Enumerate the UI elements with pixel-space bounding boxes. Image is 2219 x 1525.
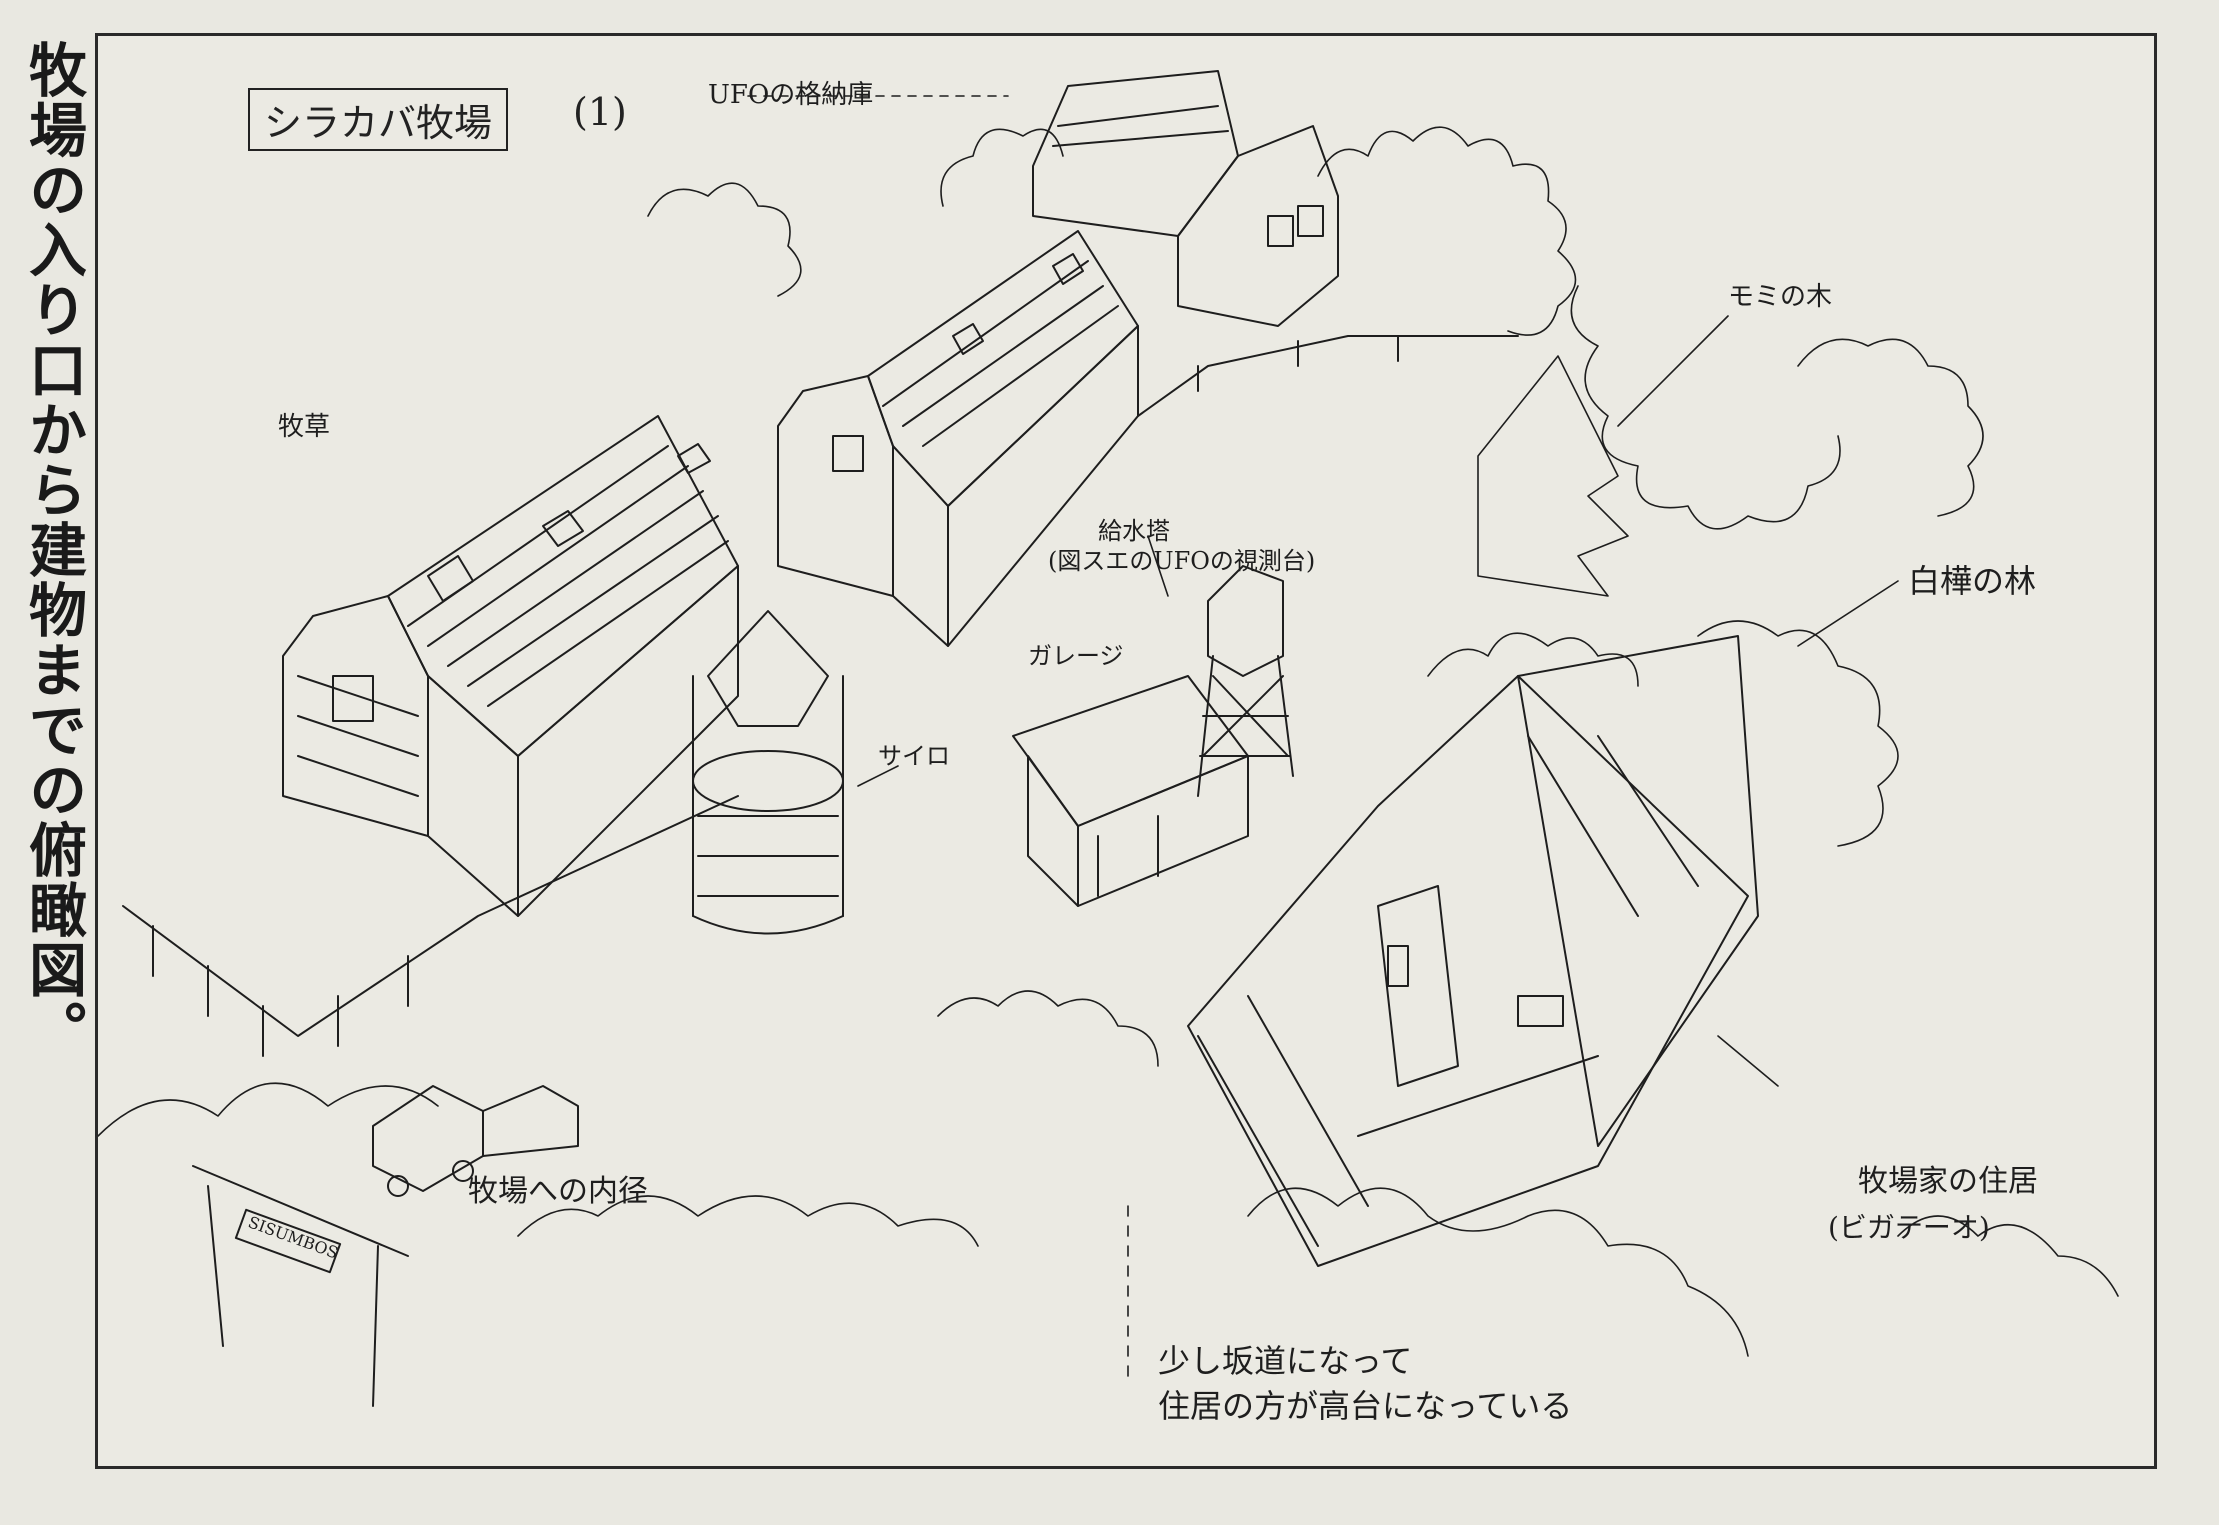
label-pasture: 牧草 [278,412,331,442]
label-ranch-house-note: (ビガテーオ) [1828,1211,1990,1244]
label-ranch-house: 牧場家の住居 [1858,1164,2038,1199]
silo [693,611,843,934]
label-fir-tree: モミの木 [1728,282,1833,312]
label-water-tower-note: (図スエのUFOの視測台) [1048,547,1316,575]
entrance-gate [193,1166,408,1406]
fences [123,336,1518,1056]
garage [1013,676,1248,906]
water-tower [1198,566,1293,796]
ranch-house [1188,636,1758,1266]
pointer-lines [748,96,1898,1386]
main-barn [283,416,738,916]
label-silo: サイロ [878,742,950,770]
truck [373,1086,578,1196]
side-caption: 牧場の入り口から建物までの俯瞰図。 [19,40,87,1060]
label-birch-forest: 白樺の林 [1908,562,2037,600]
label-garage: ガレージ [1028,642,1124,670]
label-water-tower: 給水塔 [1098,517,1170,545]
ufo-storage-barn [1033,71,1338,326]
forest-outline [98,127,2118,1356]
farm-sketch [98,36,2154,1466]
label-slope-note-1: 少し坂道になって [1158,1342,1413,1380]
label-slope-note-2: 住居の方が高台になっている [1158,1387,1573,1425]
sketch-title-number: (1) [573,90,627,134]
label-ufo-storage: UFOの格納庫 [708,80,874,110]
sketch-title: シラカバ牧場 [248,88,509,151]
illustration-frame: シラカバ牧場 (1) UFOの格納庫 牧草 モミの木 白樺の林 給水塔 (図スエ… [95,33,2157,1469]
label-ranch-road: 牧場への内径 [468,1174,648,1209]
middle-barn [778,231,1138,646]
